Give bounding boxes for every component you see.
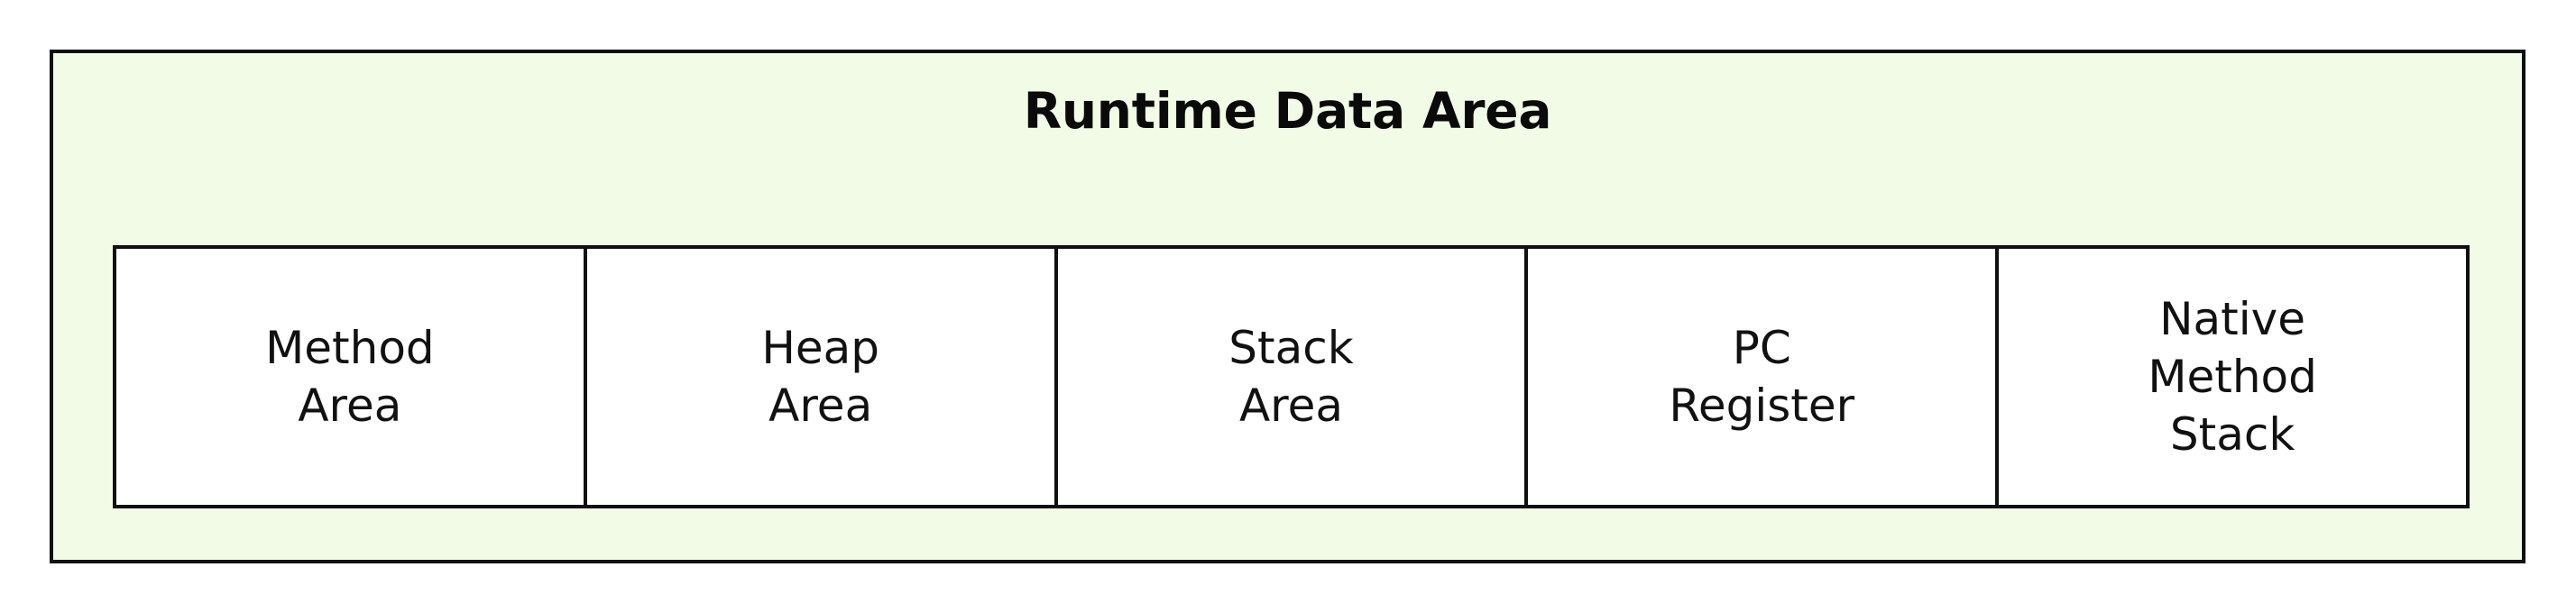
memory-area-label-heap-area: Heap Area <box>761 322 880 432</box>
runtime-data-area-title: Runtime Data Area <box>1023 82 1552 140</box>
memory-area-cell-native-method-stack: Native Method Stack <box>1999 249 2466 505</box>
memory-areas-row: Method Area Heap Area Stack Area PC Regi… <box>113 245 2470 508</box>
memory-area-label-native-method-stack: Native Method Stack <box>2148 293 2317 461</box>
memory-area-label-stack-area: Stack Area <box>1228 322 1354 432</box>
memory-area-cell-pc-register: PC Register <box>1528 249 2000 505</box>
memory-area-cell-method-area: Method Area <box>116 249 587 505</box>
memory-area-label-method-area: Method Area <box>265 322 435 432</box>
memory-area-cell-stack-area: Stack Area <box>1057 249 1529 505</box>
runtime-data-area-container: Runtime Data Area Method Area Heap Area … <box>50 50 2525 563</box>
memory-area-cell-heap-area: Heap Area <box>586 249 1058 505</box>
memory-area-label-pc-register: PC Register <box>1669 322 1855 432</box>
